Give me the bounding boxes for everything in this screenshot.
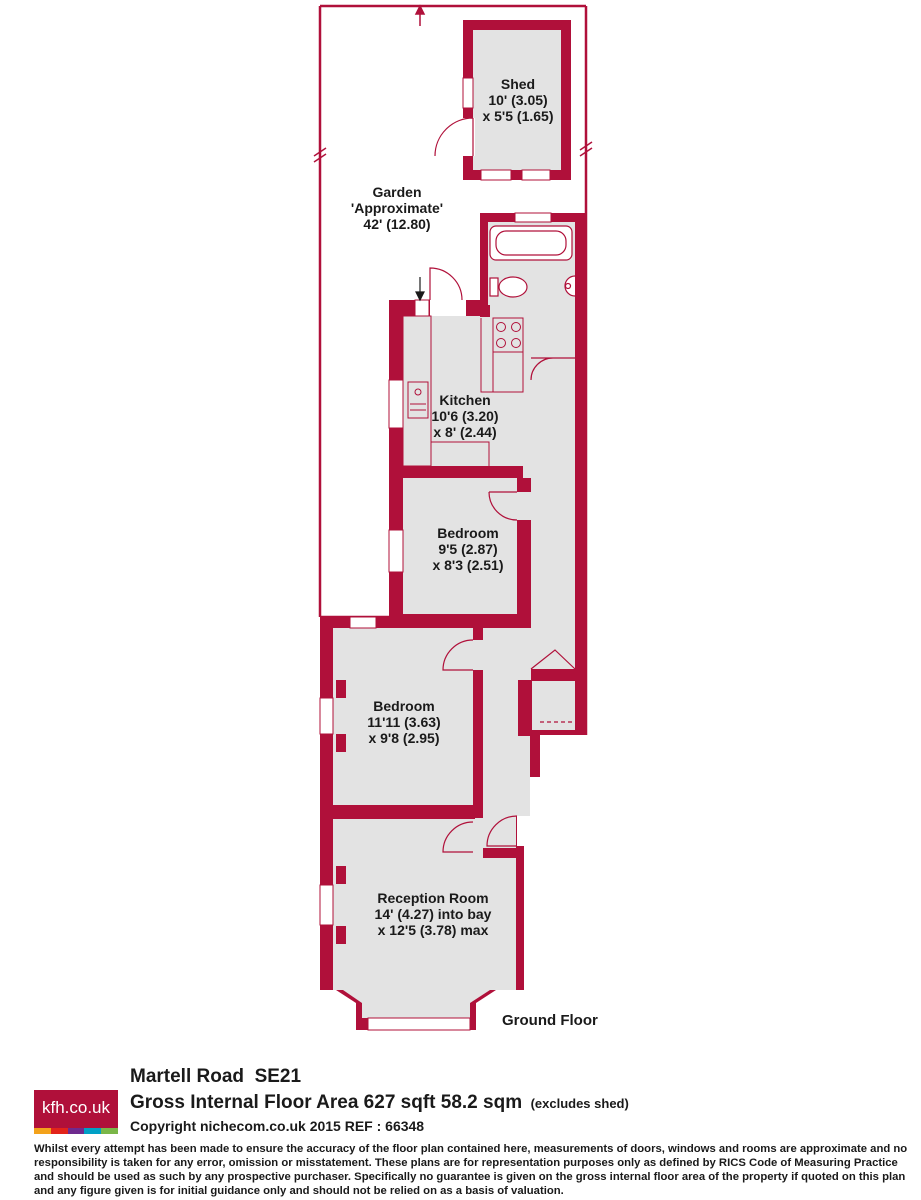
area-note: (excludes shed) — [530, 1096, 629, 1111]
shed — [434, 20, 571, 181]
logo-text: kfh.co.uk — [41, 1098, 111, 1117]
room-dimension: x 8'3 (2.51) — [432, 557, 504, 573]
room-label-bedroom-front: Bedroom 11'11 (3.63) x 9'8 (2.95) — [346, 698, 462, 746]
room-dimension: 'Approximate' — [350, 200, 444, 216]
door-arrow — [415, 277, 425, 302]
room-label-garden: Garden 'Approximate' 42' (12.80) — [337, 184, 457, 232]
room-name: Kitchen — [439, 392, 491, 408]
interior-walls — [333, 305, 575, 858]
room-dimension: x 5'5 (1.65) — [482, 108, 554, 124]
room-dimension: 11'11 (3.63) — [367, 714, 441, 730]
floor-label: Ground Floor — [502, 1012, 598, 1029]
logo-stripe-segment — [84, 1128, 102, 1134]
logo-color-stripe — [34, 1128, 118, 1134]
room-name: Bedroom — [373, 698, 435, 714]
property-address: Martell Road SE21 — [130, 1066, 302, 1087]
logo-stripe-segment — [67, 1128, 85, 1134]
doors — [429, 267, 576, 853]
room-name: Garden — [372, 184, 422, 200]
floor-plan — [313, 4, 593, 1031]
room-label-reception: Reception Room 14' (4.27) into bay x 12'… — [353, 890, 513, 938]
kfh-logo: kfh.co.uk — [34, 1090, 118, 1134]
room-label-bedroom-rear: Bedroom 9'5 (2.87) x 8'3 (2.51) — [413, 525, 523, 573]
room-name: Bedroom — [437, 525, 499, 541]
room-dimension: 14' (4.27) into bay — [374, 906, 492, 922]
floor-area-line: Gross Internal Floor Area 627 sqft 58.2 … — [130, 1092, 629, 1114]
windows — [319, 212, 552, 1031]
room-dimension: 42' (12.80) — [363, 216, 431, 232]
copyright: Copyright nichecom.co.uk 2015 REF : 6634… — [130, 1118, 425, 1134]
logo-stripe-segment — [50, 1128, 68, 1134]
kitchen-fixtures — [402, 315, 524, 467]
logo-stripe-segment — [101, 1128, 118, 1134]
bathroom-fixtures — [489, 225, 576, 298]
room-label-kitchen: Kitchen 10'6 (3.20) x 8' (2.44) — [420, 392, 510, 440]
room-name: Shed — [500, 76, 536, 92]
room-dimension: 10' (3.05) — [488, 92, 548, 108]
garden-boundary — [318, 4, 588, 735]
room-label-shed: Shed 10' (3.05) x 5'5 (1.65) — [470, 76, 566, 124]
room-dimension: x 12'5 (3.78) max — [377, 922, 489, 938]
gross-floor-area: Gross Internal Floor Area 627 sqft 58.2 … — [130, 1092, 523, 1113]
logo-stripe-segment — [34, 1128, 51, 1134]
room-dimension: x 8' (2.44) — [433, 424, 497, 440]
room-dimension: 9'5 (2.87) — [438, 541, 498, 557]
room-name: Reception Room — [377, 890, 489, 906]
room-dimension: 10'6 (3.20) — [431, 408, 499, 424]
room-dimension: x 9'8 (2.95) — [368, 730, 440, 746]
garden-marks — [313, 4, 593, 163]
disclaimer: Whilst every attempt has been made to en… — [34, 1143, 908, 1197]
